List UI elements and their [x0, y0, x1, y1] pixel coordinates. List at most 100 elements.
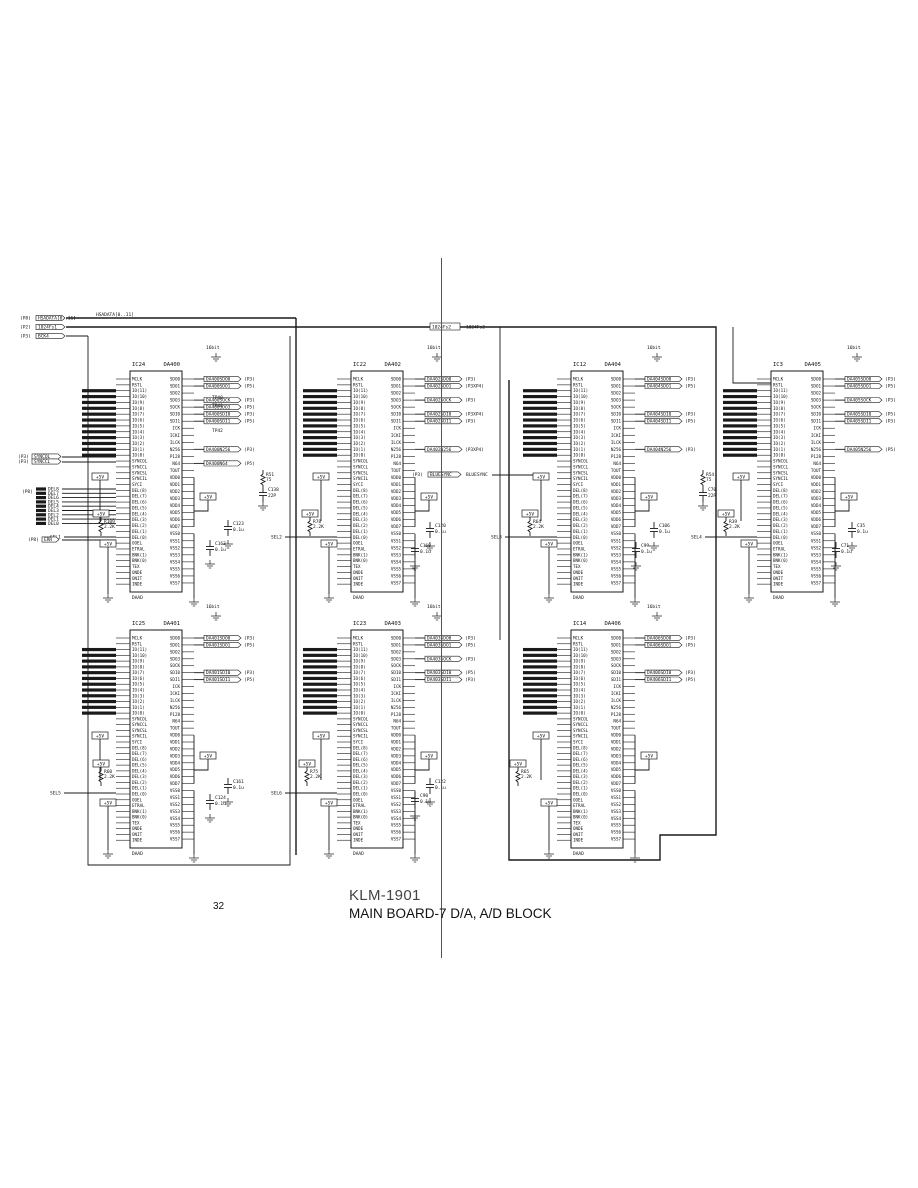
- resistor-value: 2.2K: [729, 524, 740, 530]
- pin-label: BNK(1): [132, 809, 147, 814]
- pin-label: SOCK: [611, 663, 622, 668]
- signal-tag-label: ERR: [44, 537, 52, 543]
- pin-label: OOEL: [353, 541, 364, 546]
- pin-label: N64: [613, 461, 621, 466]
- signal-tag-label: DA403SDO0: [427, 636, 452, 642]
- del-net-label: DEL4: [48, 504, 59, 510]
- pin-label: IO(6): [773, 418, 786, 423]
- pin-label: IO(8): [573, 406, 586, 411]
- pin-label: IO(4): [353, 688, 366, 693]
- pin-label: BNK(0): [132, 558, 147, 563]
- power-rail-label: +5V: [97, 512, 105, 518]
- pin-label: SYCI: [353, 482, 364, 487]
- pin-label: VDD6: [170, 774, 181, 779]
- pin-label: SYNCIL: [573, 476, 589, 481]
- pin-label: DEL(1): [573, 529, 588, 534]
- pin-label: SYCI: [773, 482, 784, 487]
- pin-label: IO(1): [573, 447, 586, 452]
- bus-tap: [303, 659, 337, 663]
- bus-tap: [303, 671, 337, 675]
- test-point-label: TP40: [212, 395, 223, 401]
- pin-label: IO(6): [132, 676, 145, 681]
- output-port-label: (P3): [465, 656, 476, 662]
- signal-tag-label: DA406SDI0: [647, 670, 672, 676]
- sel-net-label: SEL5: [50, 791, 61, 797]
- chip-part-name: DA404: [604, 362, 621, 368]
- bck4-loop: [87, 336, 291, 866]
- pin-label: DEL(3): [573, 517, 588, 522]
- supply-feed: [835, 500, 850, 512]
- pin-label: VSS1: [170, 538, 181, 543]
- signal-tag: [424, 397, 463, 403]
- pin-label: VSS0: [811, 531, 822, 536]
- pin-label: IO(4): [573, 688, 586, 693]
- pin-label: SDI0: [391, 670, 402, 675]
- pin-label: BNK(1): [353, 809, 368, 814]
- pin-label: SYNCOL: [353, 716, 369, 721]
- bus-tap: [523, 699, 557, 704]
- pin-label: VDD4: [170, 503, 181, 508]
- signal-tag: [203, 397, 242, 403]
- pin-label: VSS3: [170, 552, 181, 557]
- signal-tag-label: DA400N64: [206, 461, 228, 467]
- pin-label: ILCK: [170, 440, 181, 445]
- signal-tag: [203, 376, 242, 382]
- pin-label: VSS6: [391, 830, 402, 835]
- bus-tap: [723, 436, 757, 440]
- pin-label: VDD2: [170, 489, 181, 494]
- pin-label: ETRAL: [773, 546, 786, 551]
- pin-label: IO(9): [353, 659, 366, 664]
- power-rail-label: +5V: [325, 801, 333, 807]
- pin-label: VDD6: [391, 774, 402, 779]
- output-port-label: (P5): [244, 642, 255, 648]
- chip-part-name: DA406: [604, 621, 621, 627]
- pin-label: IO(11): [353, 388, 368, 393]
- pin-label: DEL(5): [573, 505, 588, 510]
- pin-label: VDD5: [170, 767, 181, 772]
- pin-label: VDD6: [611, 517, 622, 522]
- pin-label: VSS4: [611, 816, 622, 821]
- capacitor-value: 0.1u: [420, 799, 431, 805]
- output-port-label: (P3): [465, 419, 476, 425]
- pin-label: VDD3: [811, 496, 822, 501]
- pin-label: SOCK: [611, 405, 622, 410]
- pin-label: ICKI: [170, 433, 181, 438]
- bus-tap: [523, 406, 557, 410]
- pin-label: N256: [170, 447, 181, 452]
- pin-label: VSS2: [611, 802, 622, 807]
- pin-label: MCLK: [353, 636, 364, 641]
- signal-tag-label: DA405SOCK: [847, 398, 872, 404]
- pin-label: SDO1: [170, 384, 181, 389]
- pin-label: SYNCIL: [132, 476, 148, 481]
- pin-label: DEL(4): [573, 511, 588, 516]
- pin-label: IO(6): [132, 418, 145, 423]
- pin-label: VSS4: [811, 559, 822, 564]
- sel-net-label: SEL4: [691, 535, 702, 541]
- pin-label: IO(9): [573, 659, 586, 664]
- bus-tap: [303, 441, 337, 446]
- page-fold-line: [441, 258, 442, 958]
- pin-label: DEL(4): [573, 768, 588, 773]
- bit-width-label: 16bit: [647, 604, 661, 610]
- pin-label: VSS4: [170, 559, 181, 564]
- pin-label: VSS5: [811, 566, 822, 571]
- pin-label: IO(10): [773, 394, 788, 399]
- pin-label: DEL(7): [132, 751, 147, 756]
- bus-tap: [523, 400, 557, 405]
- pin-label: DEL(2): [132, 780, 147, 785]
- bit-width-label: 16bit: [647, 345, 661, 351]
- pin-label: VDD0: [611, 475, 622, 480]
- pin-label: DEL(5): [573, 763, 588, 768]
- pin-label: DEL(7): [573, 751, 588, 756]
- chip-reference: IC24: [132, 362, 146, 368]
- signal-tag: [644, 669, 683, 676]
- chip-footer: DAAD: [132, 851, 143, 857]
- signal-tag: [644, 411, 683, 418]
- del-net-label: DEL0: [48, 521, 59, 527]
- capacitor-ref: C138: [268, 487, 279, 493]
- signal-tag-label: DA404SDI0: [647, 412, 672, 418]
- chip-part-name: DA401: [163, 621, 180, 627]
- input-net-label: 1024Fs1: [38, 325, 57, 331]
